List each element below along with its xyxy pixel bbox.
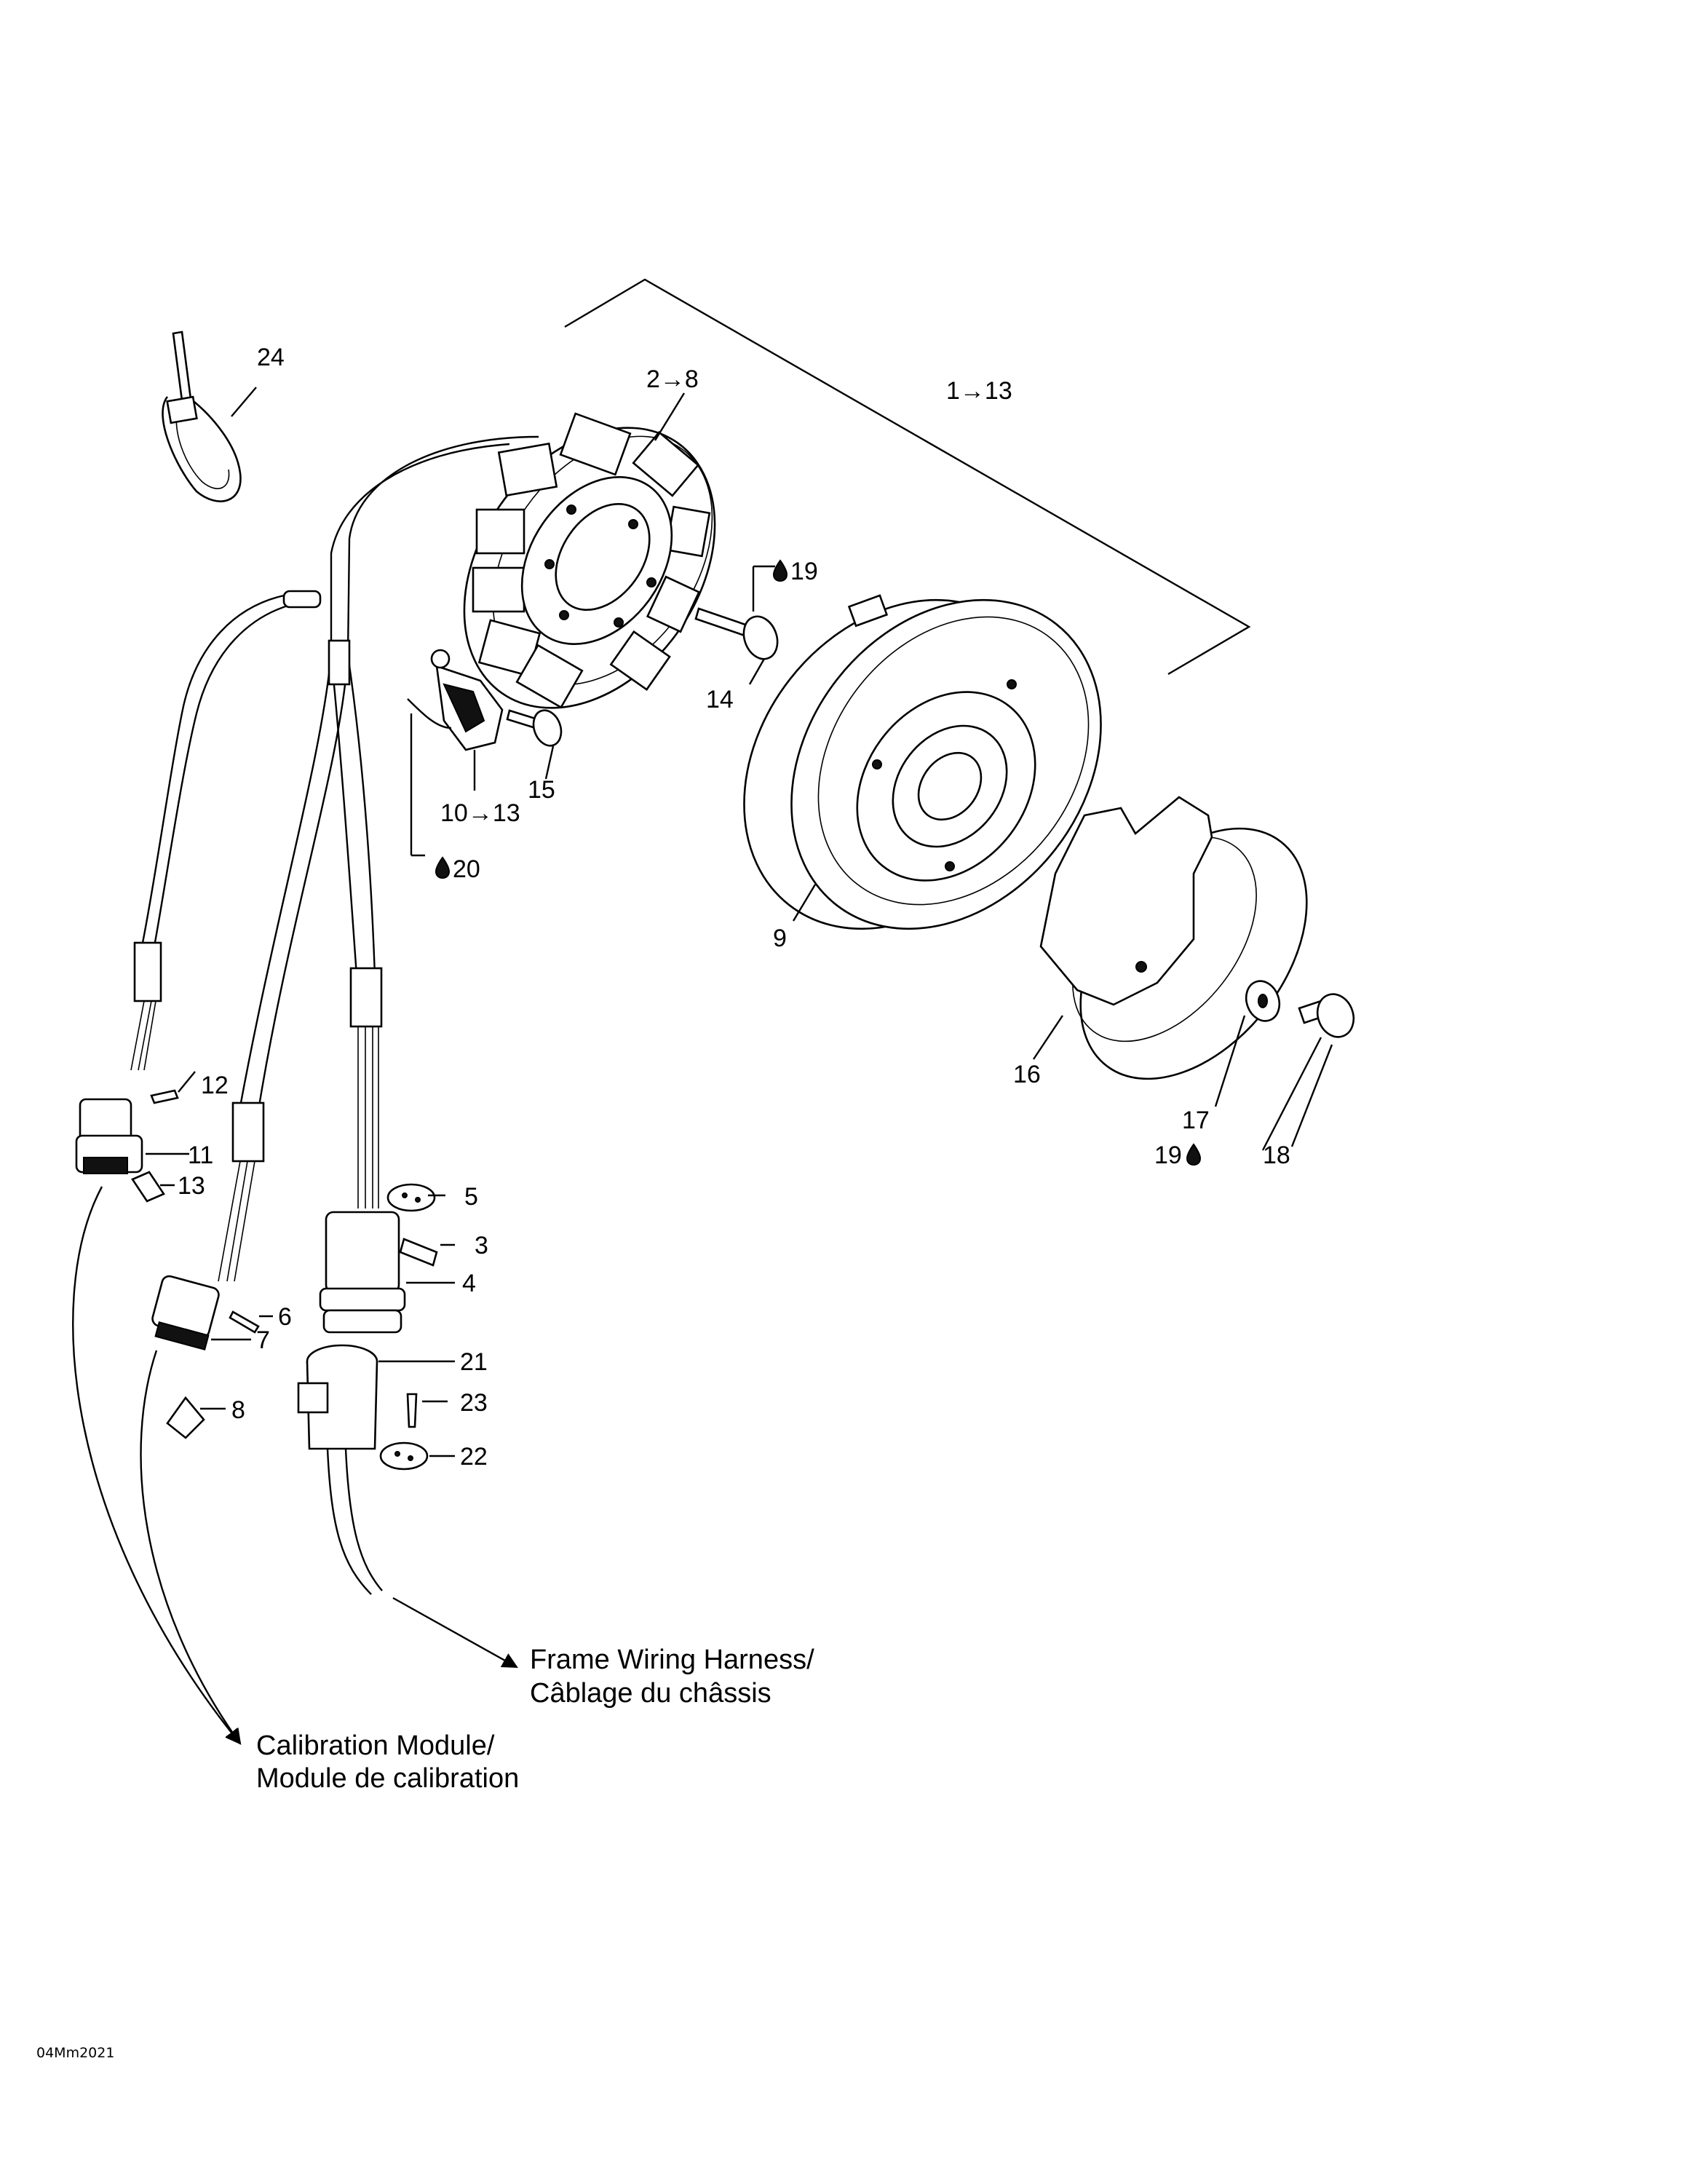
callout-12: 12 bbox=[201, 1072, 229, 1099]
connector-housing-21 bbox=[297, 1344, 383, 1595]
assembly-bracket bbox=[564, 278, 1251, 676]
callout-20: 20 bbox=[453, 855, 480, 883]
frame-harness-note-fr: Câblage du châssis bbox=[530, 1678, 771, 1709]
flywheel bbox=[743, 594, 1102, 930]
callout-4: 4 bbox=[462, 1270, 476, 1297]
connector-housing-4 bbox=[319, 1211, 406, 1334]
callout-19-bottom: 19 bbox=[1154, 1142, 1182, 1169]
drawing-code: 04Mm2021 bbox=[36, 2045, 114, 2061]
terminal-lock-8 bbox=[166, 1396, 205, 1439]
drop-icon bbox=[435, 856, 451, 879]
callout-18: 18 bbox=[1263, 1142, 1290, 1169]
callout-3: 3 bbox=[475, 1232, 488, 1259]
screw-15 bbox=[506, 709, 563, 747]
cable-tie bbox=[162, 331, 242, 502]
callout-8: 8 bbox=[231, 1396, 245, 1424]
callout-19-top: 19 bbox=[790, 558, 818, 585]
leader-lines bbox=[72, 387, 1333, 1745]
terminal-lock-13 bbox=[131, 1171, 165, 1203]
seal-22 bbox=[379, 1441, 429, 1471]
connector-7 bbox=[151, 1275, 220, 1350]
callout-22: 22 bbox=[460, 1443, 488, 1471]
callout-16: 16 bbox=[1013, 1061, 1041, 1088]
callout-2-8: 2→8 bbox=[646, 365, 699, 393]
connector-11 bbox=[75, 1098, 143, 1174]
callout-9: 9 bbox=[773, 925, 787, 952]
washer-17 bbox=[1245, 980, 1281, 1022]
drop-icon bbox=[1186, 1143, 1202, 1166]
calibration-note-en: Calibration Module/ bbox=[256, 1730, 495, 1761]
terminal-3 bbox=[399, 1238, 438, 1267]
terminal-12 bbox=[150, 1089, 179, 1104]
seal-5 bbox=[386, 1183, 436, 1212]
callout-23: 23 bbox=[460, 1389, 488, 1417]
calibration-note-fr: Module de calibration bbox=[256, 1763, 519, 1794]
starting-pulley bbox=[1039, 796, 1308, 1080]
callout-15: 15 bbox=[528, 776, 555, 804]
terminal-23 bbox=[406, 1393, 418, 1428]
wiring-harness bbox=[130, 435, 539, 1282]
callout-7: 7 bbox=[256, 1326, 270, 1354]
callout-1-13: 1→13 bbox=[946, 377, 1012, 405]
terminal-6 bbox=[229, 1310, 260, 1334]
callout-11: 11 bbox=[188, 1142, 213, 1169]
callout-21: 21 bbox=[460, 1348, 488, 1376]
stator bbox=[430, 412, 716, 751]
drop-icon bbox=[772, 559, 788, 582]
frame-harness-note-en: Frame Wiring Harness/ bbox=[530, 1645, 814, 1675]
callout-14: 14 bbox=[706, 686, 734, 713]
screw-18 bbox=[1298, 993, 1355, 1038]
callout-17: 17 bbox=[1182, 1107, 1210, 1134]
callout-6: 6 bbox=[278, 1303, 292, 1331]
callout-10-13: 10→13 bbox=[440, 799, 520, 827]
callout-13: 13 bbox=[178, 1172, 205, 1200]
callout-24: 24 bbox=[257, 344, 285, 371]
bolt-14 bbox=[694, 607, 779, 660]
callout-5: 5 bbox=[464, 1183, 478, 1211]
